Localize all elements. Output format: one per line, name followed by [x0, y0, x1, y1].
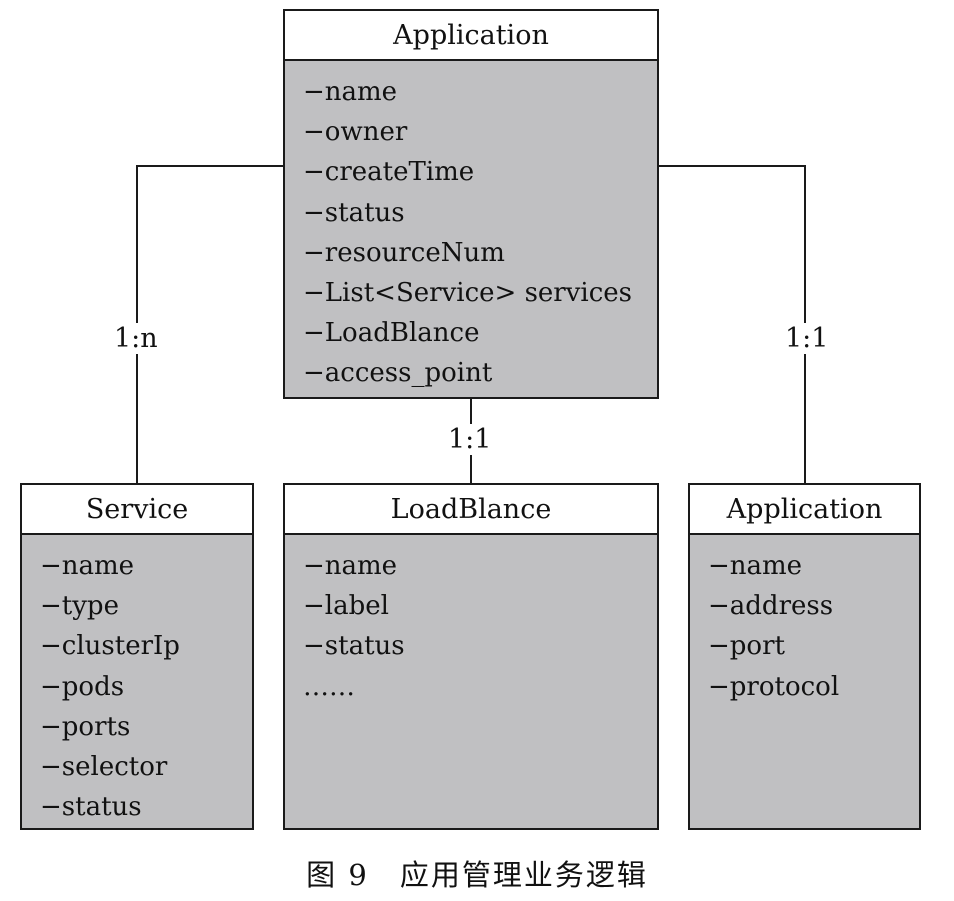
attribute-item: −name	[708, 551, 803, 581]
figure-caption: 图 9 应用管理业务逻辑	[306, 858, 648, 892]
attribute-item: −protocol	[708, 671, 840, 702]
class-title: LoadBlance	[285, 485, 657, 535]
class-application-endpoint: Application −name −address −port −protoc…	[688, 483, 921, 830]
multiplicity-label-application: 1:1	[783, 323, 831, 354]
attribute-list: −name −address −port −protocol	[690, 535, 919, 707]
attribute-item: −LoadBlance	[303, 318, 480, 349]
attribute-item: −port	[708, 631, 785, 662]
attribute-list: −name −label −status ……	[285, 535, 657, 707]
class-title: Application	[285, 11, 657, 61]
attribute-item: −address	[708, 591, 834, 622]
attribute-item: −selector	[40, 752, 168, 783]
attribute-list: −name −owner −createTime −status −resour…	[285, 61, 657, 394]
class-service: Service −name −type −clusterIp −pods −po…	[20, 483, 254, 830]
attribute-list: −name −type −clusterIp −pods −ports −sel…	[22, 535, 252, 827]
attribute-item: −name	[303, 77, 398, 107]
attribute-item: −status	[40, 792, 142, 823]
attribute-item: −access_point	[303, 358, 493, 389]
attribute-item: ……	[303, 671, 355, 702]
connector-application-application	[659, 165, 806, 483]
attribute-item: −type	[40, 591, 119, 622]
class-title: Service	[22, 485, 252, 535]
class-title: Application	[690, 485, 919, 535]
attribute-item: −resourceNum	[303, 237, 505, 268]
attribute-item: −pods	[40, 671, 125, 702]
attribute-item: −ports	[40, 711, 131, 742]
attribute-item: −List<Service> services	[303, 278, 633, 309]
attribute-item: −label	[303, 591, 389, 622]
class-loadblance: LoadBlance −name −label −status ……	[283, 483, 659, 830]
attribute-item: −createTime	[303, 157, 475, 188]
attribute-item: −status	[303, 197, 405, 228]
attribute-item: −name	[303, 551, 398, 581]
attribute-item: −status	[303, 631, 405, 662]
attribute-item: −clusterIp	[40, 631, 180, 662]
multiplicity-label-service: 1:n	[112, 323, 160, 354]
multiplicity-label-loadblance: 1:1	[446, 424, 494, 455]
attribute-item: −owner	[303, 117, 408, 148]
connector-application-service	[136, 165, 283, 483]
attribute-item: −name	[40, 551, 135, 581]
class-application-main: Application −name −owner −createTime −st…	[283, 9, 659, 399]
